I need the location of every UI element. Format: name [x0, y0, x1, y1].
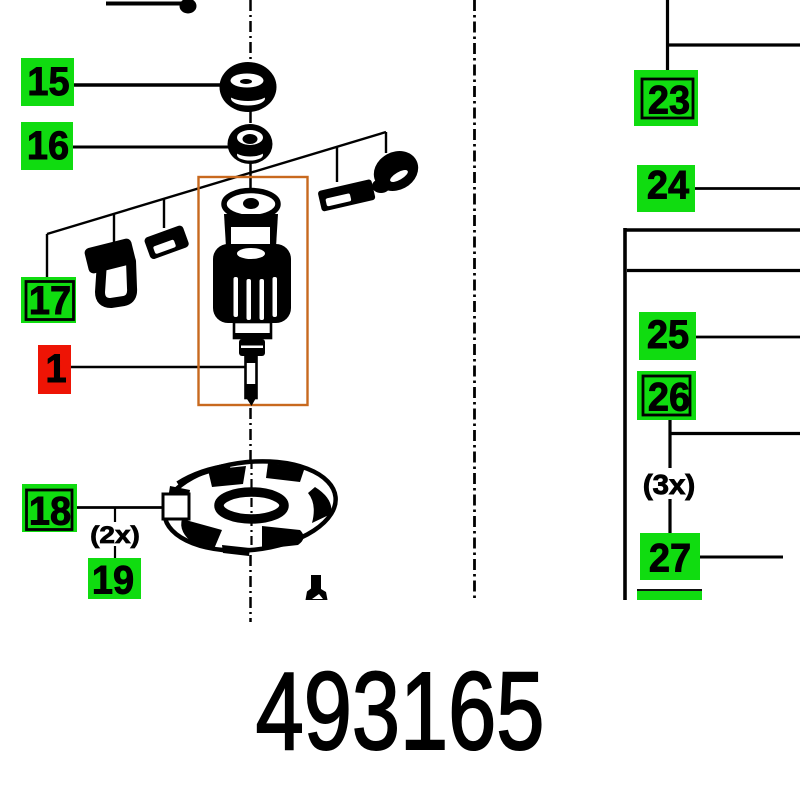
svg-text:(2x): (2x)	[90, 521, 140, 548]
svg-text:(3x): (3x)	[643, 470, 695, 501]
svg-text:17: 17	[29, 279, 71, 323]
svg-text:26: 26	[648, 376, 690, 420]
svg-text:15: 15	[27, 60, 69, 104]
svg-text:1: 1	[45, 347, 66, 391]
svg-text:16: 16	[27, 124, 69, 168]
svg-text:27: 27	[649, 537, 691, 581]
svg-text:18: 18	[29, 490, 71, 534]
svg-text:24: 24	[647, 164, 690, 208]
svg-text:19: 19	[92, 559, 134, 603]
svg-text:25: 25	[647, 313, 689, 357]
svg-text:23: 23	[648, 79, 690, 123]
svg-text:493165: 493165	[256, 649, 545, 772]
